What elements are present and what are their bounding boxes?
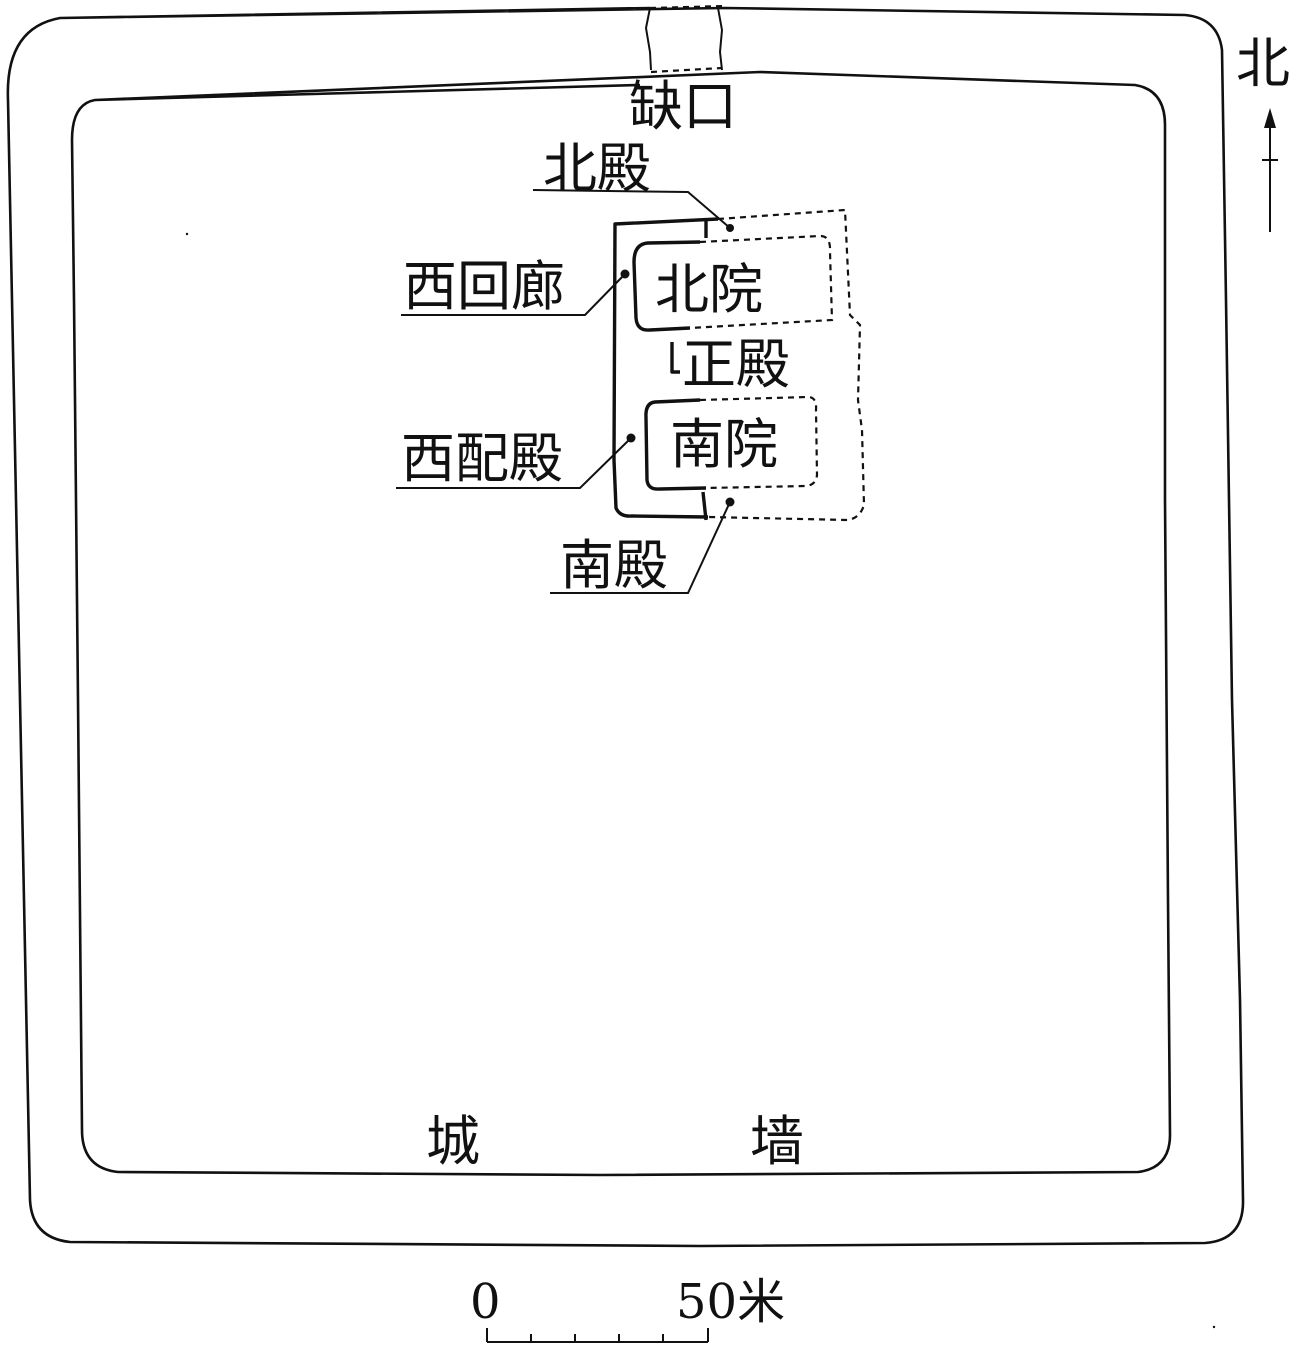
wall-gap [644,4,726,74]
scale-start-label: 0 [470,1274,501,1330]
city-wall-label-1: 城 [426,1110,480,1173]
main-hall-label: 正殿 [682,333,790,396]
scale-bar: 0 50米 [470,1274,785,1343]
palace-complex [612,208,866,522]
south-court-label: 南院 [670,413,778,476]
west-corridor-label: 西回廊 [403,255,565,318]
inner-wall-outline [70,70,1172,1177]
south-hall-label: 南殿 [560,534,668,597]
gap-label: 缺口 [629,75,737,138]
north-court-label: 北院 [655,258,763,321]
north-arrow-label: 北 [1236,32,1290,95]
west-side-hall-label: 西配殿 [401,427,563,490]
city-wall-label-2: 墙 [750,1110,804,1173]
north-hall-label: 北殿 [543,137,651,200]
north-arrow: 北 [1236,32,1290,232]
callouts [396,189,735,594]
scale-end-label: 50米 [676,1274,785,1330]
outer-wall-outline [6,6,1245,1248]
